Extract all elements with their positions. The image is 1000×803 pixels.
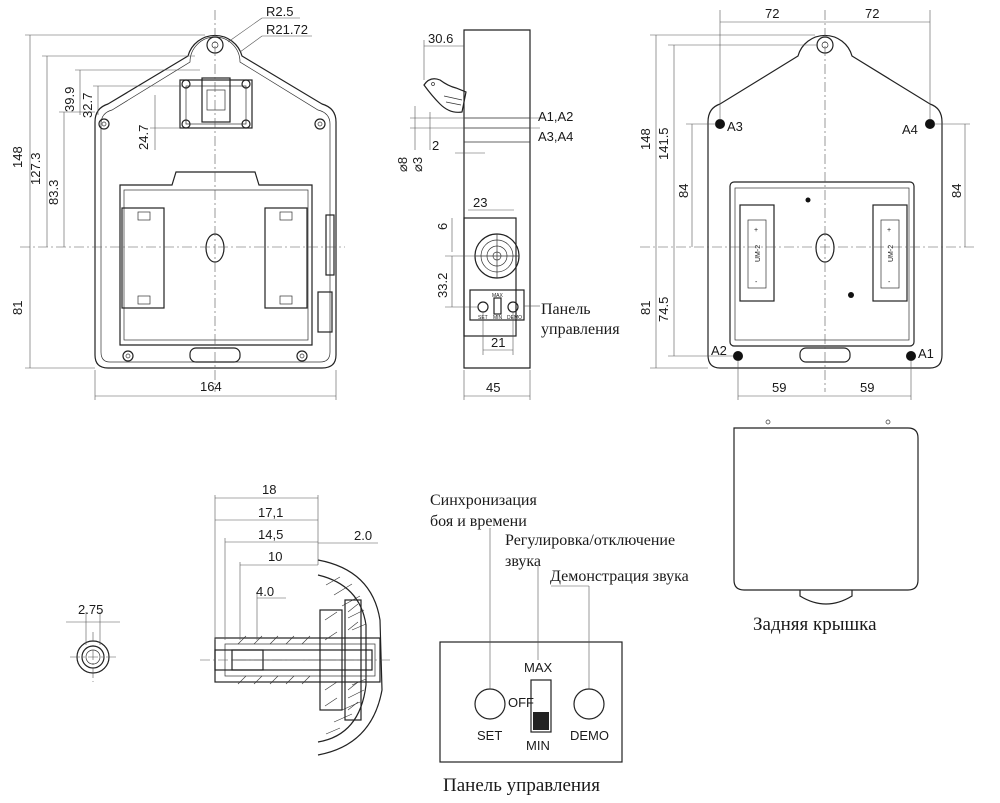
side-a3a4-label: A3,A4 <box>538 129 573 144</box>
front-mid-label: 83.3 <box>46 180 61 205</box>
section-18-label: 18 <box>262 482 276 497</box>
side-top-label: 30.6 <box>428 31 453 46</box>
battery-left-minus: - <box>755 279 758 286</box>
side-panel-label-2: управления <box>541 321 620 338</box>
panel-set-label: SET <box>477 728 502 743</box>
back-right-half-label: 72 <box>865 6 879 21</box>
control-panel-detail: MAX OFF MIN SET DEMO Синхронизация боя и… <box>430 492 689 796</box>
side-width-label: 45 <box>486 380 500 395</box>
mount-a3-label: A3 <box>727 119 743 134</box>
front-lower-label: 81 <box>10 301 25 315</box>
front-dim-b-label: 32.7 <box>80 93 95 118</box>
panel-demo-label: DEMO <box>570 728 609 743</box>
back-total-label: 148 <box>638 128 653 150</box>
callout-sync-2: боя и времени <box>430 513 527 530</box>
section-20-label: 2.0 <box>354 528 372 543</box>
callout-sync-1: Синхронизация <box>430 492 537 509</box>
demo-button[interactable] <box>573 688 605 720</box>
side-speaker-w-label: 23 <box>473 195 487 210</box>
pin-end-view: 2.75 <box>66 602 120 682</box>
radius-small-label: R2.5 <box>266 4 293 19</box>
back-84-left-label: 84 <box>676 184 691 198</box>
back-left-half-label: 72 <box>765 6 779 21</box>
side-tiny-min: MIN <box>493 315 503 321</box>
front-height-label: 148 <box>10 146 25 168</box>
back-745-label: 74.5 <box>656 297 671 322</box>
back-view: UM-2 UM-2 + + - - 72 72 148 141.5 8 <box>638 6 975 400</box>
section-view: 18 17,1 14,5 10 4.0 2.0 <box>200 482 390 756</box>
section-40-label: 4.0 <box>256 584 274 599</box>
side-panel-label-1: Панель <box>541 301 591 318</box>
mount-a1-label: A1 <box>918 346 934 361</box>
panel-max-label: MAX <box>524 660 553 675</box>
set-button[interactable] <box>474 688 506 720</box>
callout-demo: Демонстрация звука <box>550 568 689 585</box>
side-a1a2-label: A1,A2 <box>538 109 573 124</box>
side-hole-small-label: ⌀3 <box>410 157 425 172</box>
battery-right-plus: + <box>887 227 891 234</box>
front-dim-c-label: 24.7 <box>136 125 151 150</box>
radius-large-label: R21.72 <box>266 22 308 37</box>
side-view: MAX MIN SET DEMO 30.6 A1,A2 A3,A4 ⌀8 ⌀3 … <box>395 29 620 400</box>
side-tiny-max: MAX <box>492 293 504 299</box>
battery-right-label: UM-2 <box>888 245 895 262</box>
front-dim-a-label: 39.9 <box>62 87 77 112</box>
front-width-label: 164 <box>200 379 222 394</box>
side-speaker-h-label: 6 <box>435 223 450 230</box>
mount-a2-label: A2 <box>711 343 727 358</box>
back-84-right-label: 84 <box>949 184 964 198</box>
control-panel-caption: Панель управления <box>443 775 600 796</box>
pin-diameter-label: 2.75 <box>78 602 103 617</box>
cuckoo-bird <box>423 78 467 113</box>
callout-volume-1: Регулировка/отключение <box>505 532 675 549</box>
section-145-label: 14,5 <box>258 527 283 542</box>
side-speaker-v-label: 33.2 <box>435 273 450 298</box>
back-cover-caption: Задняя крышка <box>753 614 877 635</box>
back-81-label: 81 <box>638 301 653 315</box>
section-171-label: 17,1 <box>258 505 283 520</box>
battery-right-minus: - <box>888 279 891 286</box>
battery-left-plus: + <box>754 227 758 234</box>
side-gap-label: 2 <box>432 138 439 153</box>
back-inner-label: 141.5 <box>656 127 671 160</box>
side-tiny-demo: DEMO <box>507 315 522 321</box>
side-panel-w-label: 21 <box>491 335 505 350</box>
panel-off-label: OFF <box>508 695 534 710</box>
front-view: R2.5 R21.72 164 148 127.3 83.3 81 39.9 3… <box>10 4 345 400</box>
battery-left-label: UM-2 <box>755 245 762 262</box>
section-10-label: 10 <box>268 549 282 564</box>
volume-switch[interactable] <box>530 679 552 733</box>
volume-switch-knob[interactable] <box>533 712 549 730</box>
callout-volume-2: звука <box>505 553 541 570</box>
panel-min-label: MIN <box>526 738 550 753</box>
back-bottom-right-label: 59 <box>860 380 874 395</box>
back-cover: Задняя крышка <box>733 419 919 635</box>
side-hole-big-label: ⌀8 <box>395 157 410 172</box>
mount-a4-label: A4 <box>902 122 918 137</box>
back-bottom-left-label: 59 <box>772 380 786 395</box>
front-upper-label: 127.3 <box>28 152 43 185</box>
